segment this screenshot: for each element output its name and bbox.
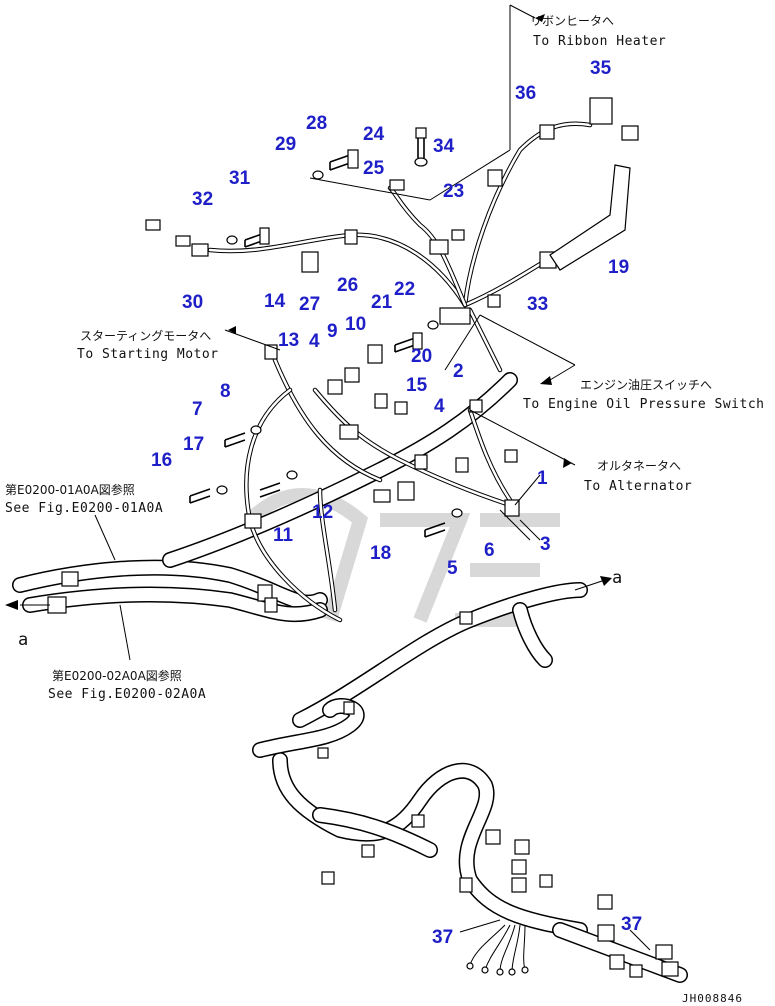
part-number-23: 23 [443,181,464,202]
arrow-a-right-label: a [612,568,623,588]
oil-pressure-label-jp: エンジン油圧スイッチへ [580,378,712,392]
oil-pressure-label-en: To Engine Oil Pressure Switch [523,397,764,412]
part-number-7: 7 [192,399,203,420]
alternator-label-jp: オルタネータへ [597,459,681,473]
reference-2-label-en: See Fig.E0200-02A0A [48,687,206,702]
part-numbers: 1 2 3 4 4 5 6 7 8 9 10 11 12 13 14 15 16… [151,58,642,948]
leader-lines [94,4,651,951]
part-number-35: 35 [590,58,612,79]
bottom-connectors [466,829,679,978]
part-number-33: 33 [527,294,548,315]
callouts: リボンヒータへ To Ribbon Heater スターティングモータへ To … [5,14,764,1005]
part-number-27: 27 [299,294,320,315]
arrow-a-left-label: a [18,630,29,650]
part-number-19: 19 [608,257,629,278]
reference-2-label-jp: 第E0200-02A0A図参照 [52,668,182,683]
part-number-37-right: 37 [621,914,642,935]
part-number-30: 30 [182,292,203,313]
part-number-2: 2 [453,361,464,382]
ribbon-heater-label-en: To Ribbon Heater [533,34,666,49]
part-number-16: 16 [151,450,172,471]
part-number-13: 13 [278,330,299,351]
part-number-18: 18 [370,543,391,564]
arrows [5,14,612,610]
part-number-26: 26 [337,275,358,296]
part-number-11: 11 [273,525,294,546]
part-number-5: 5 [447,558,458,579]
part-number-24: 24 [363,124,385,145]
part-number-25: 25 [363,158,385,179]
drawing-code: JH008846 [682,992,743,1005]
part-number-6: 6 [484,540,495,561]
part-number-14: 14 [264,291,286,312]
part-number-17: 17 [183,434,204,455]
starting-motor-label-jp: スターティングモータへ [80,329,211,343]
part-number-4-lower: 4 [434,396,445,417]
reference-1-label-jp: 第E0200-01A0A図参照 [5,482,135,497]
fasteners [189,127,463,538]
part-number-28: 28 [306,113,327,134]
upper-wiring [145,97,639,623]
part-number-31: 31 [229,168,251,189]
part-number-15: 15 [406,375,428,396]
part-number-37: 37 [432,927,453,948]
part-number-22: 22 [394,279,415,300]
part-number-20: 20 [411,346,432,367]
reference-1-label-en: See Fig.E0200-01A0A [5,501,163,516]
alternator-label-en: To Alternator [584,479,692,494]
part-number-32: 32 [192,189,213,210]
part-number-9: 9 [327,321,338,342]
part-number-8: 8 [220,381,231,402]
part-number-4: 4 [309,331,320,352]
starting-motor-label-en: To Starting Motor [77,347,219,362]
part-number-21: 21 [371,292,393,313]
part-number-36: 36 [515,83,536,104]
ribbon-heater-label-jp: リボンヒータへ [530,14,614,28]
part-number-29: 29 [275,134,296,155]
part-number-12: 12 [312,502,333,523]
part-number-34: 34 [433,136,455,157]
part-number-10: 10 [345,314,366,335]
part-number-3: 3 [540,534,551,555]
part-number-1: 1 [537,468,548,489]
